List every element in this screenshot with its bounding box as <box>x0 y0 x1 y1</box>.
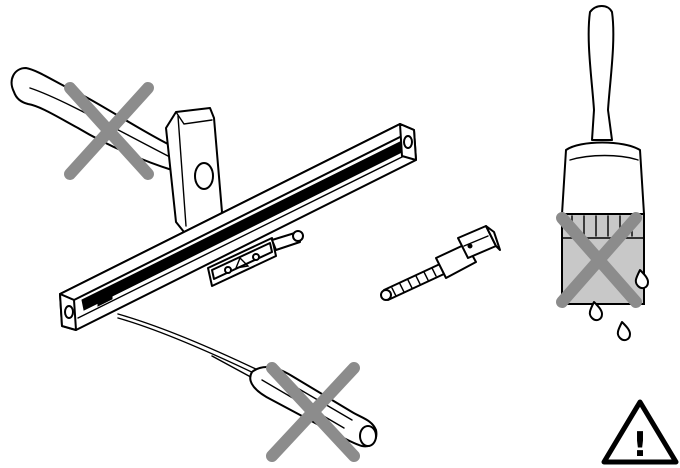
prohibited-cross-icon <box>64 82 154 180</box>
warning-symbol: ! <box>632 425 648 465</box>
connector-cable-icon <box>380 225 501 301</box>
prohibited-cross-icon <box>266 362 360 462</box>
warning-triangle-icon: ! <box>601 399 679 465</box>
prohibited-cross-icon <box>556 212 642 308</box>
linear-scale-icon <box>59 123 417 377</box>
hammer-icon <box>10 67 223 233</box>
paint-drop-icon <box>588 269 649 342</box>
